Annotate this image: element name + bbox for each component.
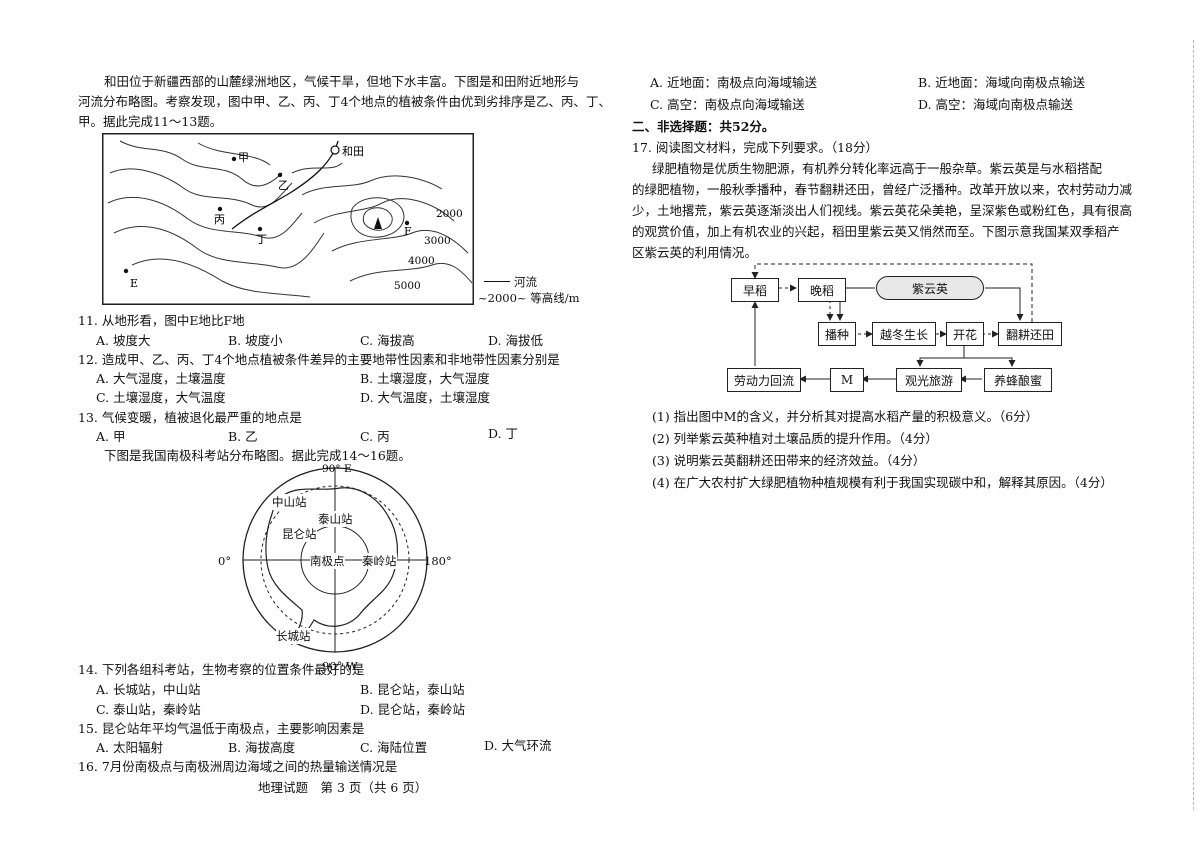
q17-sub-2: (2) 列举紫云英种植对土壤品质的提升作用。（4分） xyxy=(652,431,938,446)
q17-sub-3: (3) 说明紫云英翻耕还田带来的经济效益。（4分） xyxy=(652,453,926,468)
q16-stem: 16. 7月份南极点与南极洲周边海域之间的热量输送情况是 xyxy=(78,759,398,774)
q13-opt-d: D. 丁 xyxy=(488,426,519,441)
q16-opt-c: C. 高空：南极点向海域输送 xyxy=(650,97,805,112)
milkvetch-flow-arrows xyxy=(751,263,1033,383)
map1-legend-river-line xyxy=(484,281,510,282)
map1-legend-river: 河流 xyxy=(514,275,537,289)
q17-sub-1: (1) 指出图中M的含义，并分析其对提高水稻产量的积极意义。（6分） xyxy=(652,409,1039,424)
intro-line-3: 甲。据此完成11～13题。 xyxy=(78,114,223,129)
q11-opt-c: C. 海拔高 xyxy=(360,333,415,348)
q13-opt-c: C. 丙 xyxy=(360,429,390,444)
q15-opt-a: A. 太阳辐射 xyxy=(96,740,163,755)
map2-station-qinling: 秦岭站 xyxy=(362,553,397,569)
map2-label-bottom: 90° W xyxy=(322,659,358,673)
q12-opt-d: D. 大气温度，土壤湿度 xyxy=(360,390,491,405)
q14-opt-b: B. 昆仑站，泰山站 xyxy=(360,682,465,697)
map2-station-taishan: 泰山站 xyxy=(318,511,353,527)
intro2: 下图是我国南极科考站分布略图。据此完成14～16题。 xyxy=(104,448,411,463)
q11-stem: 11. 从地形看，图中E地比F地 xyxy=(78,313,245,328)
map2-station-zhongshan: 中山站 xyxy=(272,494,307,510)
q15-opt-d: D. 大气环流 xyxy=(484,738,552,753)
q15-opt-c: C. 海陆位置 xyxy=(360,740,428,755)
q12-opt-c: C. 土壤湿度，大气温度 xyxy=(96,390,226,405)
map1-point-e: E xyxy=(130,277,138,290)
map2-label-left: 0° xyxy=(218,554,232,568)
map1-point-jia: 甲 xyxy=(238,151,249,164)
map1-point-bing: 丙 xyxy=(214,213,225,226)
flow-box-m: M xyxy=(830,368,864,392)
map1-contour-4000: 4000 xyxy=(408,255,435,267)
flow-box-beekeeping: 养蜂酿蜜 xyxy=(984,368,1052,392)
flow-box-milkvetch: 紫云英 xyxy=(876,276,984,300)
page-footer: 地理试题 第 3 页（共 6 页） xyxy=(258,780,428,795)
flow-box-sow: 播种 xyxy=(818,322,856,346)
flow-box-overwinter: 越冬生长 xyxy=(872,322,936,346)
flow-box-labor-return: 劳动力回流 xyxy=(727,368,801,392)
q16-opt-a: A. 近地面：南极点向海域输送 xyxy=(650,75,817,90)
map1-contour-3000: 3000 xyxy=(424,235,451,247)
q15-opt-b: B. 海拔高度 xyxy=(228,740,296,755)
q14-opt-d: D. 昆仑站，秦岭站 xyxy=(360,702,466,717)
map1-contour-2000: 2000 xyxy=(436,208,463,220)
q14-stem: 14. 下列各组科考站，生物考察的位置条件最好的是 xyxy=(78,662,365,677)
intro-line-1: 和田位于新疆西部的山麓绿洲地区，气候干旱，但地下水丰富。下图是和田附近地形与 xyxy=(104,74,580,89)
flow-box-late-rice: 晚稻 xyxy=(798,278,846,302)
map2-label-top: 90° E xyxy=(322,463,352,475)
map1-legend-contour: ~2000~ 等高线/m xyxy=(478,291,580,305)
q13-opt-a: A. 甲 xyxy=(96,429,126,444)
q17-material-5: 区紫云英的利用情况。 xyxy=(632,245,758,260)
map2-label-right: 180° xyxy=(424,554,452,568)
q12-opt-a: A. 大气湿度，土壤温度 xyxy=(96,371,226,386)
q17-sub-4: (4) 在广大农村扩大绿肥植物种植规模有利于我国实现碳中和，解释其原因。（4分） xyxy=(652,475,1113,490)
q11-opt-a: A. 坡度大 xyxy=(96,333,151,348)
q11-opt-b: B. 坡度小 xyxy=(228,333,283,348)
map1-point-ding: 丁 xyxy=(256,233,267,246)
q16-opt-d: D. 高空：海域向南极点输送 xyxy=(918,97,1074,112)
q14-opt-c: C. 泰山站，秦岭站 xyxy=(96,702,201,717)
map1-city: 和田 xyxy=(342,145,364,158)
q17-material-2: 的绿肥植物，一般秋季播种，春节翻耕还田，曾经广泛播种。改革开放以来，农村劳动力减 xyxy=(632,182,1133,197)
q12-opt-b: B. 土壤湿度，大气湿度 xyxy=(360,371,490,386)
flow-box-plow: 翻耕还田 xyxy=(998,322,1062,346)
q17-material-1: 绿肥植物是优质生物肥源，有机养分转化率远高于一般杂草。紫云英是与水稻搭配 xyxy=(652,161,1103,176)
map1-point-f: F xyxy=(404,225,412,238)
q14-opt-a: A. 长城站，中山站 xyxy=(96,682,201,697)
q16-opt-b: B. 近地面：海域向南极点输送 xyxy=(918,75,1086,90)
map2-station-changcheng: 长城站 xyxy=(276,628,311,644)
map1-point-yi: 乙 xyxy=(278,179,289,192)
q13-stem: 13. 气候变暖，植被退化最严重的地点是 xyxy=(78,410,302,425)
map2-south-pole: 南极点 xyxy=(310,553,345,569)
q11-opt-d: D. 海拔低 xyxy=(488,333,544,348)
flow-box-flower: 开花 xyxy=(946,322,984,346)
q12-stem: 12. 造成甲、乙、丙、丁4个地点植被条件差异的主要地带性因素和非地带性因素分别… xyxy=(78,352,560,367)
flow-box-tourism: 观光旅游 xyxy=(896,368,962,392)
q17-material-3: 少，土地撂荒，紫云英逐渐淡出人们视线。紫云英花朵美艳，呈深紫色或粉红色，具有很高 xyxy=(632,203,1133,218)
intro-line-2: 河流分布略图。考察发现，图中甲、乙、丙、丁4个地点的植被条件由优到劣排序是乙、丙… xyxy=(78,94,611,109)
hotan-terrain-map: 和田 甲 乙 丙 丁 E F 2000 3000 4000 5000 xyxy=(102,133,474,305)
q17-stem: 17. 阅读图文材料，完成下列要求。（18分） xyxy=(632,140,879,155)
q17-material-4: 的观赏价值，加上有机农业的兴起，稻田里紫云英又悄然而至。下图示意我国某双季稻产 xyxy=(632,224,1120,239)
q13-opt-b: B. 乙 xyxy=(228,429,258,444)
map2-station-kunlun: 昆仑站 xyxy=(282,526,317,542)
section-heading: 二、非选择题：共52分。 xyxy=(632,119,775,134)
map1-contour-5000: 5000 xyxy=(394,280,421,292)
page-edge-line xyxy=(1192,40,1194,810)
q15-stem: 15. 昆仑站年平均气温低于南极点，主要影响因素是 xyxy=(78,721,365,736)
flow-box-early-rice: 早稻 xyxy=(731,278,779,302)
